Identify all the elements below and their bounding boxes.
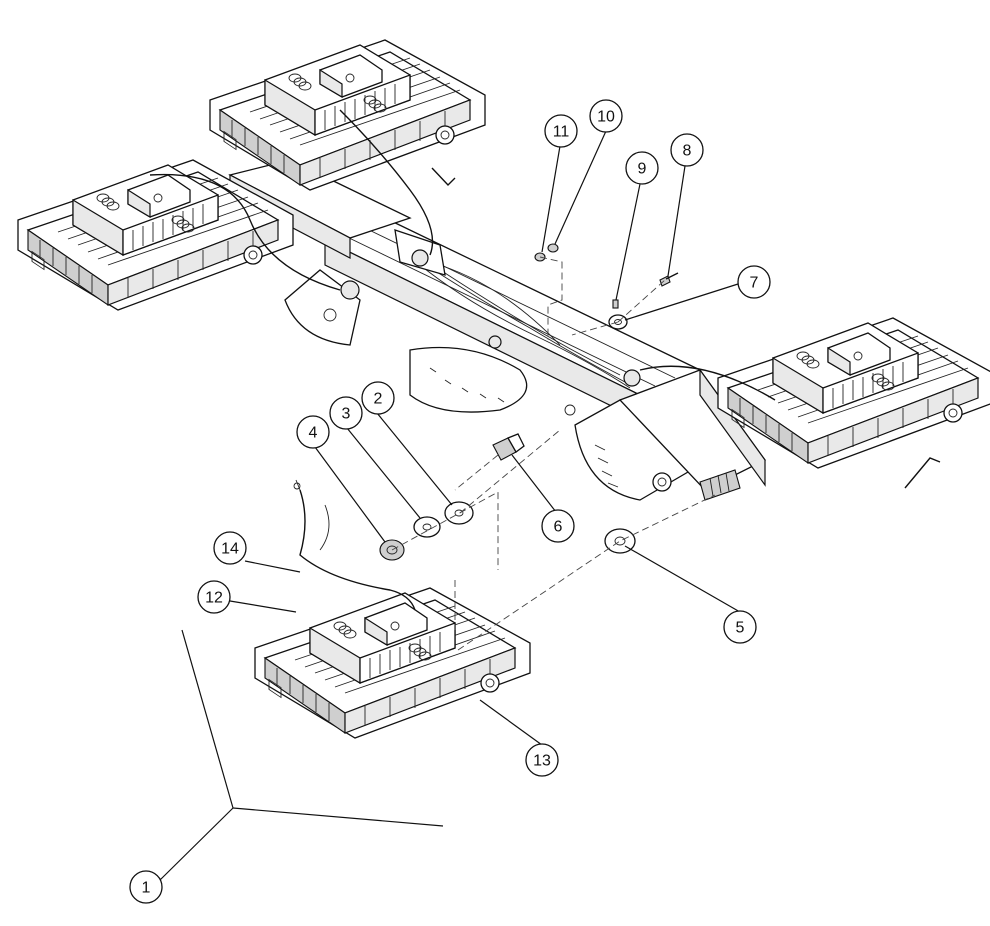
callout-8: 8 (670, 133, 704, 167)
fixture-cables (149, 109, 776, 611)
callout-11: 11 (544, 114, 578, 148)
item-1-leaders (159, 629, 444, 881)
callout-12-label: 12 (205, 590, 223, 607)
callout-3: 3 (329, 396, 363, 430)
callout-6: 6 (541, 509, 575, 543)
callout-10-label: 10 (597, 109, 615, 126)
callout-8-label: 8 (683, 143, 692, 160)
callout-7: 7 (737, 265, 771, 299)
callout-1-label: 1 (142, 880, 151, 897)
callout-leaders (150, 130, 741, 887)
callout-3-label: 3 (342, 406, 351, 423)
center-mount-bar (228, 159, 766, 501)
callout-2: 2 (361, 381, 395, 415)
callout-13: 13 (525, 743, 559, 777)
callout-9: 9 (625, 151, 659, 185)
callout-4-label: 4 (309, 425, 318, 442)
callout-1: 1 (129, 870, 163, 904)
callout-4: 4 (296, 415, 330, 449)
callout-9-label: 9 (638, 161, 647, 178)
callout-14: 14 (213, 531, 247, 565)
light-fixture-right (717, 317, 990, 469)
callout-6-label: 6 (554, 519, 563, 536)
callout-5-label: 5 (736, 620, 745, 637)
assembly-dashed-lines (391, 256, 716, 651)
light-fixture-front (254, 587, 531, 739)
tilt-handle (904, 457, 941, 489)
callout-12: 12 (197, 580, 231, 614)
callout-2-label: 2 (374, 391, 383, 408)
callout-5: 5 (723, 610, 757, 644)
callout-13-label: 13 (533, 753, 551, 770)
hardware-parts (379, 243, 679, 561)
rear-handle (431, 167, 456, 187)
callout-14-label: 14 (221, 541, 239, 558)
callout-10: 10 (589, 99, 623, 133)
light-fixture-rear (209, 39, 486, 191)
callout-11-label: 11 (553, 124, 570, 141)
callout-7-label: 7 (750, 275, 759, 292)
